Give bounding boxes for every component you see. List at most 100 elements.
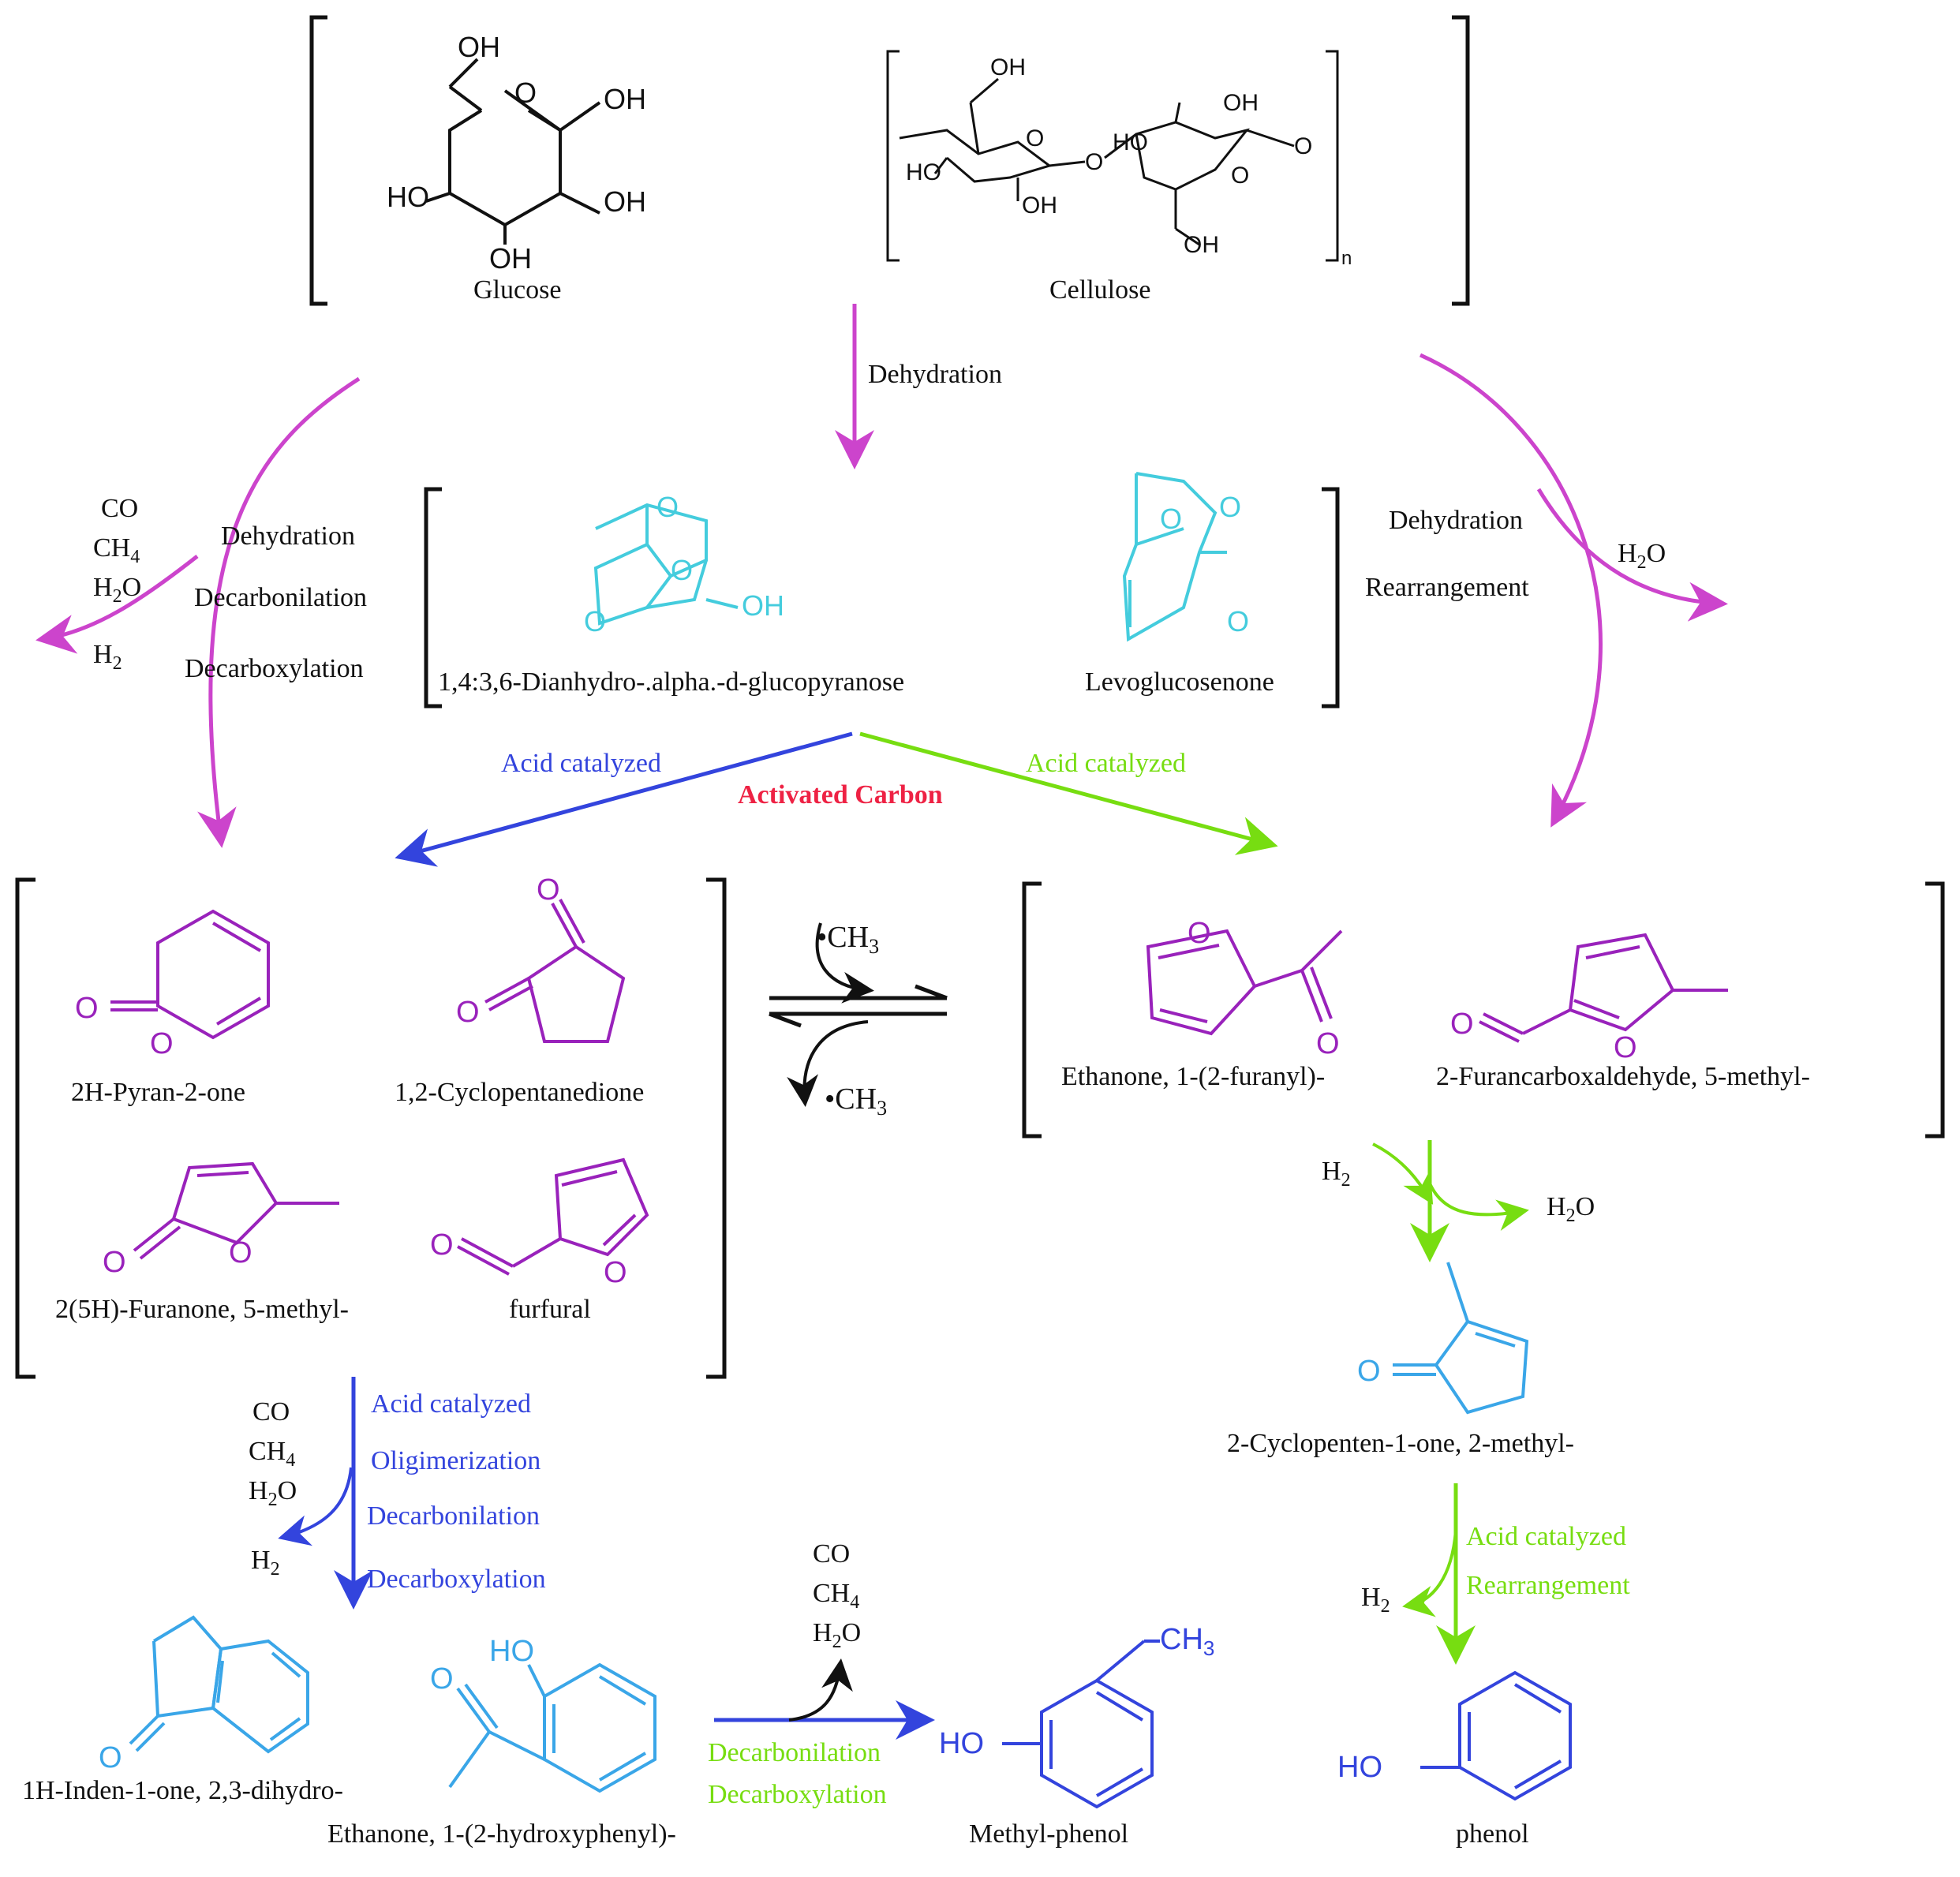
- top-bracket-left: [309, 15, 327, 306]
- glucose-atom-ho-left: HO: [387, 181, 429, 213]
- left-byproduct-arrow: [36, 555, 199, 654]
- cellulose-atom-o-link: O: [1085, 149, 1103, 175]
- right-step-dehydration: Dehydration: [1389, 506, 1523, 535]
- bottom-byproduct-arrow: [788, 1658, 853, 1722]
- acetylfuran-atom-o-ring: O: [1188, 917, 1211, 950]
- methyl-top: •CH3: [817, 921, 879, 958]
- left-magenta-curve: [197, 376, 361, 848]
- left-byproduct-h2: H2: [93, 640, 122, 674]
- cellulose-atom-oh3: OH: [1223, 90, 1259, 116]
- blue-byproduct-h2-sub: 2: [271, 1559, 280, 1580]
- furanone-atom-o-ring: O: [229, 1236, 252, 1269]
- methyl-in-arrow: [815, 922, 874, 1004]
- glucose-atom-oh-right-bottom: OH: [604, 185, 646, 218]
- hydroxyacetophenone-atom-o: O: [430, 1662, 454, 1696]
- blue-byproduct-h2: H2: [251, 1546, 280, 1580]
- left-byproduct-h2o-sub: 2: [113, 586, 122, 607]
- green-step-acid: Acid catalyzed: [1466, 1522, 1626, 1551]
- dianhydro-label: 1,4:3,6-Dianhydro-.alpha.-d-glucopyranos…: [438, 667, 904, 697]
- cellulose-atom-o2: O: [1231, 163, 1249, 189]
- phenol-structure: [1420, 1670, 1572, 1801]
- cellulose-atom-o1: O: [1026, 125, 1044, 151]
- methylphenol-atom-ch3-sub: 3: [1203, 1636, 1214, 1660]
- indanone-atom-o: O: [99, 1741, 122, 1774]
- dianhydro-atom-oh: OH: [742, 589, 784, 622]
- levoglucosenone-structure: [1122, 472, 1227, 642]
- furanone-label: 2(5H)-Furanone, 5-methyl-: [55, 1295, 349, 1324]
- methyl-bottom-sub: 3: [877, 1097, 887, 1120]
- blue-byproduct-arrow: [278, 1467, 353, 1546]
- left-byproduct-ch4: CH4: [93, 533, 140, 567]
- cellulose-label: Cellulose: [1049, 275, 1150, 305]
- methyl-out-arrow: [787, 1020, 869, 1107]
- hydroxyacetophenone-label: Ethanone, 1-(2-hydroxyphenyl)-: [327, 1819, 676, 1849]
- glucose-structure: [425, 58, 601, 245]
- acetylfuran-atom-o-exo: O: [1316, 1027, 1340, 1060]
- green-h2-out-sub: 2: [1381, 1596, 1390, 1617]
- left-step-decarbonilation: Decarbonilation: [194, 583, 367, 612]
- right-byproduct-h2o: H2O: [1618, 539, 1666, 573]
- left-byproduct-co: CO: [101, 494, 138, 523]
- dianhydro-atom-o1: O: [656, 491, 679, 523]
- green-h2o-sub: 2: [1566, 1206, 1576, 1226]
- left-step-decarboxylation: Decarboxylation: [185, 654, 364, 683]
- hydroxyacetophenone-atom-ho: HO: [489, 1635, 534, 1668]
- pyranone-atom-o-exo: O: [75, 992, 99, 1025]
- levo-atom-o2: O: [1160, 503, 1182, 535]
- phenol-atom-ho: HO: [1337, 1751, 1382, 1784]
- bottom-byproduct-h2o-sub: 2: [832, 1632, 842, 1652]
- cyclopentanedione-label: 1,2-Cyclopentanedione: [395, 1078, 644, 1107]
- cyclopentenone-label: 2-Cyclopenten-1-one, 2-methyl-: [1227, 1429, 1574, 1458]
- blue-byproduct-h2o: H2O: [249, 1476, 297, 1510]
- right-magenta-curve: [1419, 353, 1603, 828]
- cyclopentenone-atom-o: O: [1357, 1355, 1381, 1388]
- methylphenol-structure: [1002, 1640, 1160, 1809]
- bottom-byproduct-ch4-sub: 4: [850, 1592, 859, 1613]
- green-catalysis-arrow: [859, 731, 1278, 855]
- blue-catalysis-arrow: [395, 731, 853, 867]
- blue-step-decarboxylation: Decarboxylation: [367, 1565, 546, 1594]
- glucose-atom-o-ring: O: [514, 77, 537, 109]
- indanone-label: 1H-Inden-1-one, 2,3-dihydro-: [22, 1776, 343, 1805]
- levo-atom-o1: O: [1219, 491, 1241, 523]
- cellulose-atom-n: n: [1341, 248, 1352, 269]
- blue-byproduct-h2o-sub: 2: [268, 1490, 278, 1510]
- cellulose-atom-oh4: OH: [1184, 232, 1219, 258]
- left-byproduct-h2o: H2O: [93, 573, 141, 607]
- right-byproduct-arrow: [1536, 488, 1728, 622]
- cellulose-atom-ho2: HO: [1113, 129, 1148, 155]
- glucose-atom-oh-bottom: OH: [489, 242, 532, 275]
- methyl-top-sub: 3: [869, 935, 879, 958]
- left-box-bracket-right: [706, 877, 727, 1379]
- methylfurfural-structure: [1479, 933, 1728, 1043]
- furfural-atom-o-exo: O: [430, 1228, 454, 1262]
- cyclopentenone-structure: [1393, 1262, 1529, 1415]
- blue-byproduct-co: CO: [252, 1397, 290, 1426]
- hydroxyacetophenone-structure: [448, 1662, 656, 1793]
- acetylfuran-label: Ethanone, 1-(2-furanyl)-: [1061, 1062, 1325, 1091]
- levo-atom-o3: O: [1227, 605, 1249, 638]
- blue-step-oligimerization: Oligimerization: [371, 1446, 540, 1475]
- acetylfuran-structure: [1146, 929, 1343, 1036]
- methylfurfural-atom-o-exo: O: [1450, 1008, 1474, 1041]
- methylphenol-atom-ho: HO: [939, 1727, 984, 1760]
- furanone-structure: [133, 1161, 339, 1260]
- glucose-label: Glucose: [473, 275, 561, 305]
- methylphenol-label: Methyl-phenol: [969, 1819, 1128, 1849]
- catalysis-center-label: Activated Carbon: [738, 780, 943, 810]
- left-byproduct-h2-sub: 2: [113, 653, 122, 674]
- green-h2-in-arrow: [1372, 1142, 1434, 1205]
- green-h2-sub: 2: [1341, 1170, 1351, 1191]
- methylfurfural-label: 2-Furancarboxaldehyde, 5-methyl-: [1436, 1062, 1810, 1091]
- cyclopentanedione-atom-o2: O: [456, 996, 480, 1029]
- left-step-dehydration: Dehydration: [221, 522, 355, 551]
- green-h2-label: H2: [1322, 1157, 1351, 1191]
- right-byproduct-h2o-sub: 2: [1637, 552, 1647, 573]
- blue-byproduct-ch4-sub: 4: [286, 1450, 295, 1471]
- dianhydro-structure: [593, 503, 739, 626]
- bottom-byproduct-h2o: H2O: [813, 1618, 861, 1652]
- left-box-bracket-left: [15, 877, 36, 1379]
- green-h2-out-label: H2: [1361, 1583, 1390, 1617]
- glucose-atom-oh-top: OH: [458, 31, 500, 63]
- furanone-atom-o-exo: O: [103, 1246, 126, 1279]
